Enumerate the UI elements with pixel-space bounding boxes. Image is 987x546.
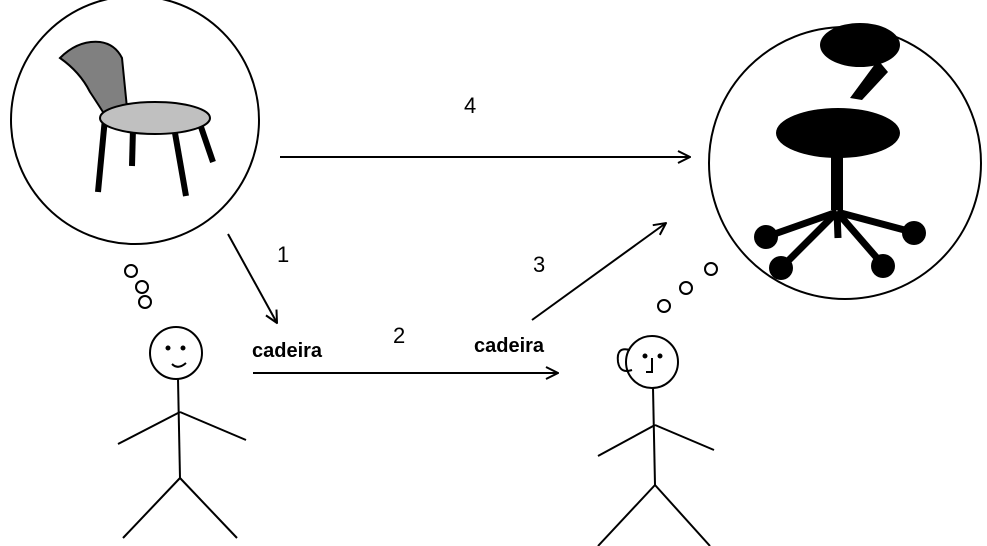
side-chair-icon: [58, 40, 216, 197]
speaker-thought-bubble: [10, 0, 260, 245]
speaker-figure: [117, 326, 247, 539]
listener-word-label: cadeira: [474, 335, 545, 357]
speaker-thought-dots: [124, 264, 152, 309]
office-chair-icon: [754, 23, 926, 280]
arrow-3-word-to-concept: [531, 223, 666, 321]
arrow-1-concept-to-word: [227, 233, 277, 323]
speaker-word-label: cadeira: [252, 340, 323, 362]
step-label-3: 3: [533, 252, 545, 277]
listener-thought-dots: [657, 262, 718, 313]
listener-figure: [597, 335, 715, 546]
listener-thought-bubble: [708, 23, 982, 300]
step-label-1: 1: [277, 242, 289, 267]
step-label-4: 4: [464, 93, 476, 118]
step-label-2: 2: [393, 323, 405, 348]
